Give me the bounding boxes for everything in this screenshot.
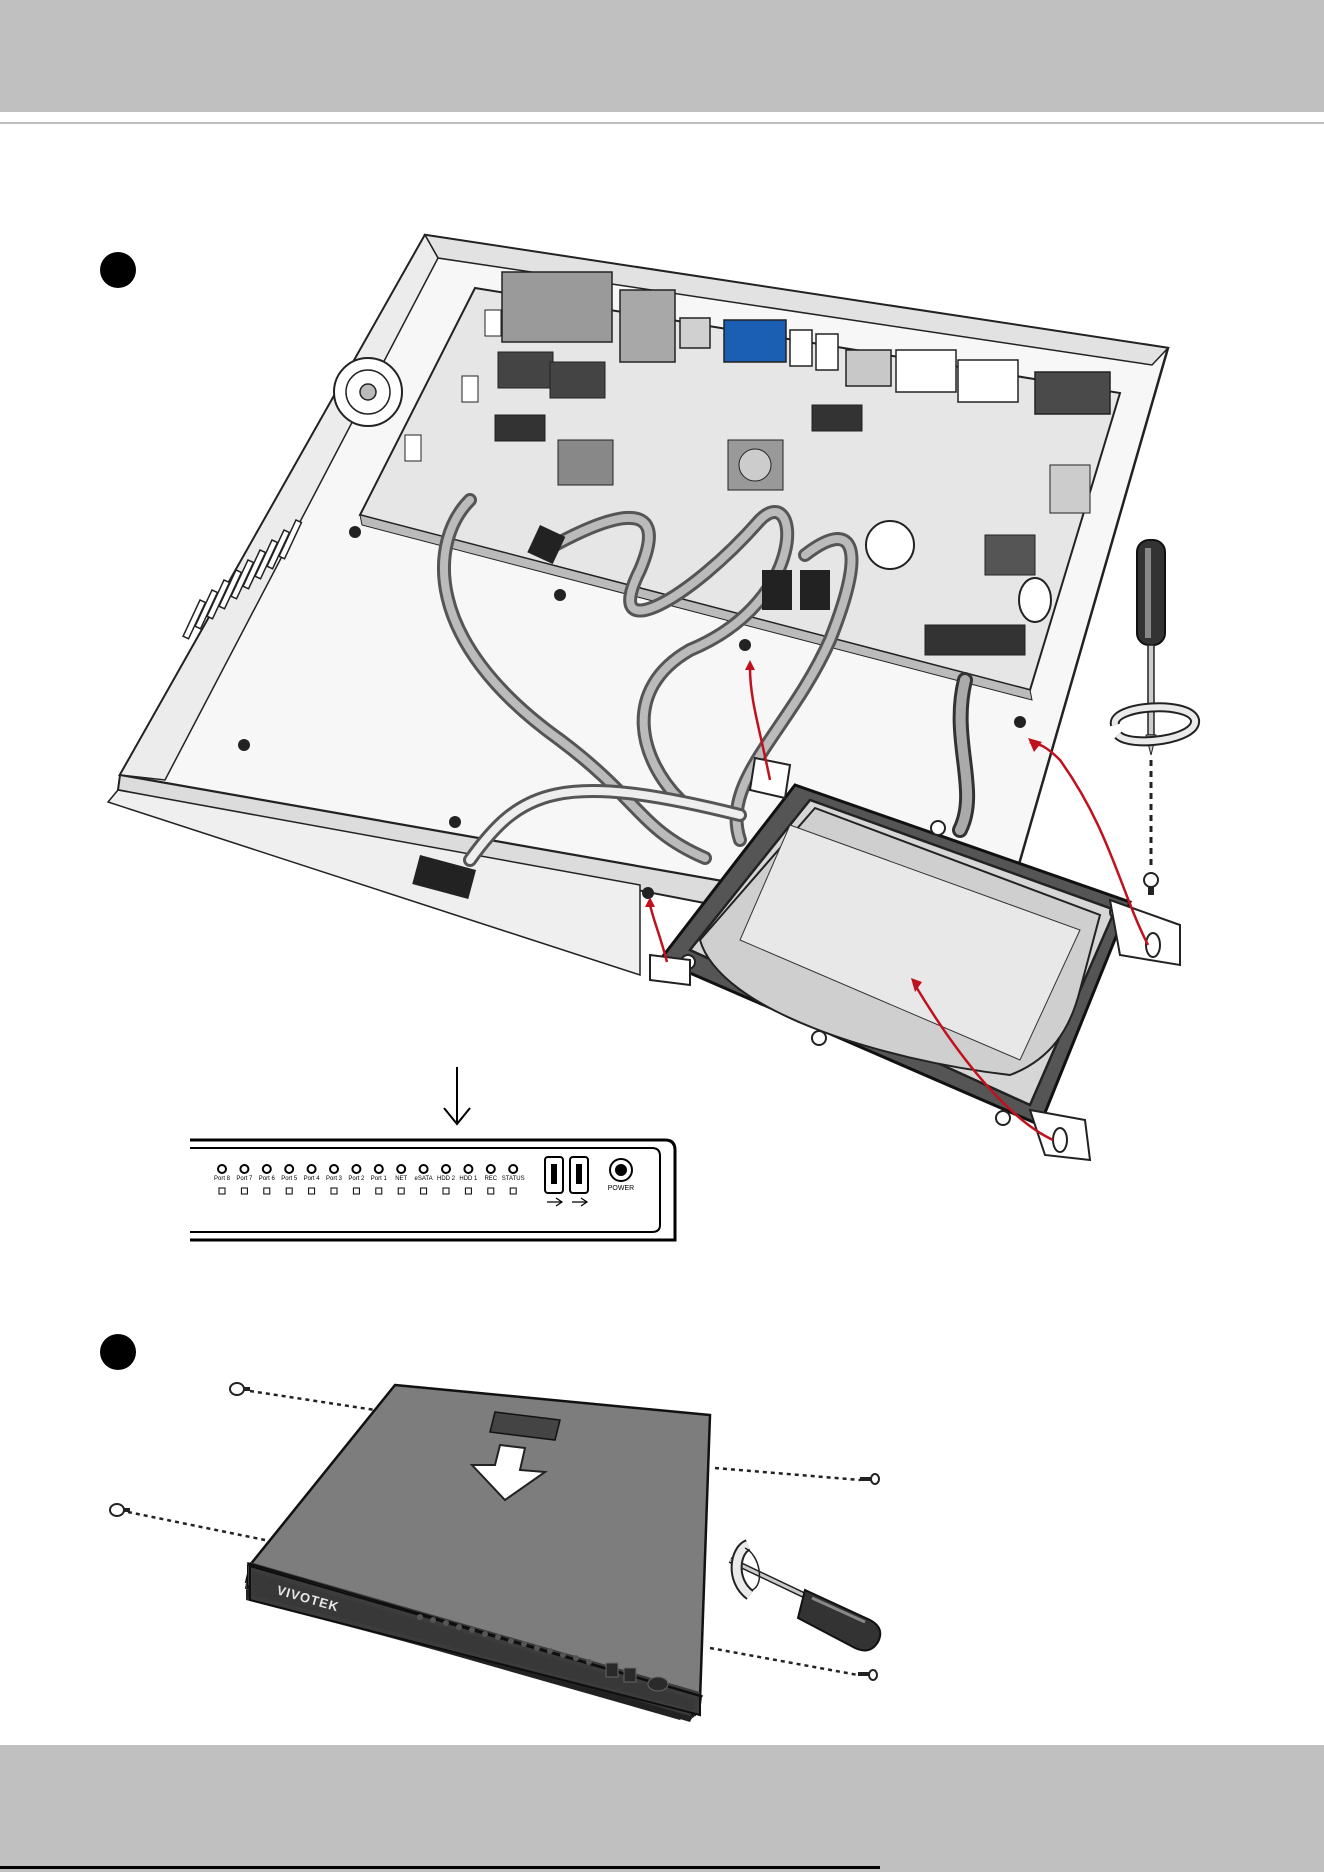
led-symbol-icon xyxy=(465,1188,471,1194)
usb-port-1 xyxy=(545,1157,563,1193)
heatsink xyxy=(558,440,613,485)
led-symbol-icon xyxy=(331,1188,337,1194)
screwdriver-icon xyxy=(1137,540,1165,755)
led-label: Port 7 xyxy=(236,1176,253,1182)
led-symbol-icon xyxy=(286,1188,292,1194)
screwdriver-icon xyxy=(730,1560,880,1650)
rotation-arrow-icon xyxy=(1115,707,1195,741)
power-label: POWER xyxy=(608,1185,634,1192)
screw-icon xyxy=(1144,873,1158,895)
led-label: Port 8 xyxy=(214,1176,231,1182)
footer-band xyxy=(0,1745,1324,1872)
fan xyxy=(334,358,402,426)
led-label: eSATA xyxy=(415,1176,433,1182)
usb-icon xyxy=(547,1198,587,1206)
led-label: HDD 2 xyxy=(437,1176,456,1182)
led-indicator-hdd-2 xyxy=(442,1165,450,1173)
led-indicator-port-1 xyxy=(375,1165,383,1173)
led-symbol-icon xyxy=(488,1188,494,1194)
led-symbol-icon xyxy=(353,1188,359,1194)
led-indicator-net xyxy=(397,1165,405,1173)
led-label: Port 5 xyxy=(281,1176,298,1182)
fascia-usb-1 xyxy=(606,1663,618,1677)
fascia-power-button xyxy=(648,1677,668,1691)
front-panel-detail: Port 8 Port 7 Port 6 Port 5 Port 4 Port 3 Port… xyxy=(190,1140,675,1240)
led-indicator-port-3 xyxy=(330,1165,338,1173)
led-indicator-hdd-1 xyxy=(464,1165,472,1173)
usb-port-2 xyxy=(570,1157,588,1193)
led-indicator-port-5 xyxy=(285,1165,293,1173)
led-indicator-esata xyxy=(420,1165,428,1173)
led-indicator-status xyxy=(509,1165,517,1173)
led-symbol-icon xyxy=(443,1188,449,1194)
led-symbol-icon xyxy=(241,1188,247,1194)
led-indicator-port-8 xyxy=(218,1165,226,1173)
led-label: Port 6 xyxy=(259,1176,276,1182)
led-symbol-icon xyxy=(309,1188,315,1194)
led-symbol-icon xyxy=(510,1188,516,1194)
led-label: NET xyxy=(395,1176,407,1182)
led-indicator-port-6 xyxy=(263,1165,271,1173)
led-label: Port 4 xyxy=(304,1176,321,1182)
fascia-usb-2 xyxy=(624,1668,636,1682)
led-indicator-port-7 xyxy=(240,1165,248,1173)
led-indicator-rec xyxy=(487,1165,495,1173)
led-indicator-port-2 xyxy=(352,1165,360,1173)
cover-installation-illustration xyxy=(248,1385,710,1715)
led-symbol-icon xyxy=(398,1188,404,1194)
led-label: HDD 1 xyxy=(459,1176,478,1182)
led-label: Port 1 xyxy=(371,1176,388,1182)
led-indicator-port-4 xyxy=(308,1165,316,1173)
power-button xyxy=(610,1159,632,1181)
led-label: Port 2 xyxy=(348,1176,365,1182)
vga-port xyxy=(724,320,786,362)
led-label: STATUS xyxy=(502,1176,525,1182)
led-symbol-icon xyxy=(376,1188,382,1194)
led-label: Port 3 xyxy=(326,1176,343,1182)
led-label: REC xyxy=(484,1176,497,1182)
led-symbol-icon xyxy=(264,1188,270,1194)
footer-rule xyxy=(0,1866,880,1869)
led-symbol-icon xyxy=(421,1188,427,1194)
led-symbol-icon xyxy=(219,1188,225,1194)
